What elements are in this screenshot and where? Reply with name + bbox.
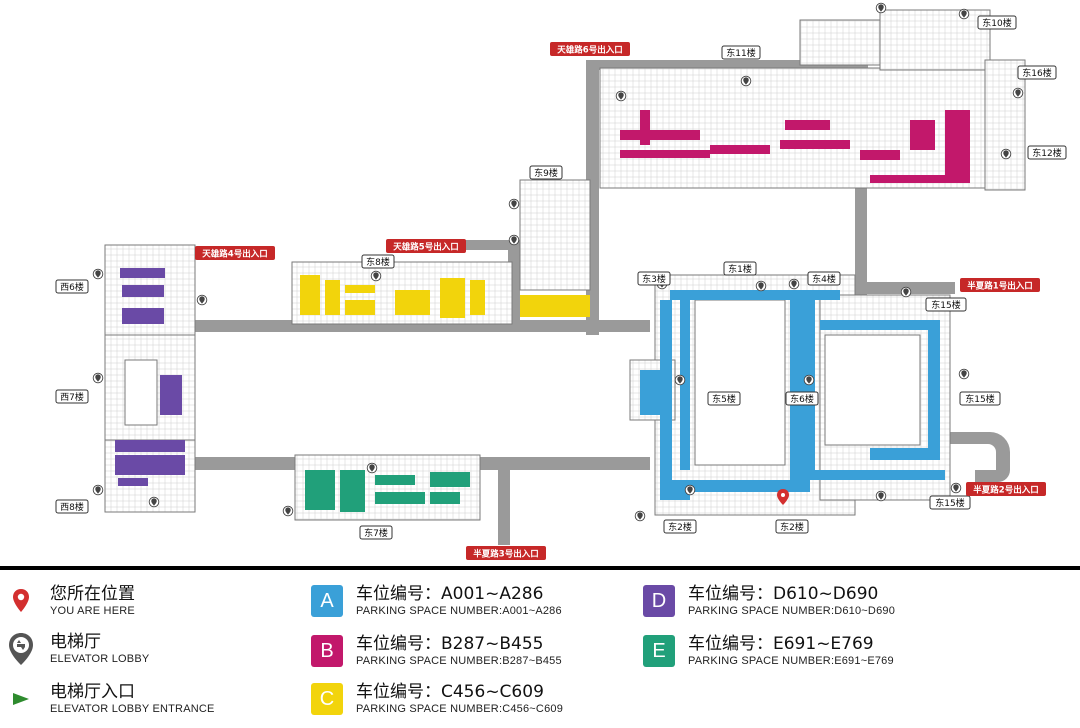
legend-zone-b-zh: 车位编号：B287~B455	[356, 634, 544, 654]
label-west8: 西8楼	[55, 499, 89, 514]
legend-elevator-lobby: 电梯厅 ELEVATOR LOBBY	[4, 632, 149, 666]
zone-c-spaces	[300, 275, 590, 318]
zone-d-spaces	[115, 268, 185, 486]
legend-elevator-lobby-en: ELEVATOR LOBBY	[50, 653, 150, 665]
label-east2-b: 东2楼	[775, 519, 809, 534]
svg-text:东15楼: 东15楼	[935, 497, 964, 509]
parking-map: 东10楼 东11楼 东16楼 东12楼 东9楼 东8楼 西6楼 东3楼 东1楼 …	[55, 2, 1067, 560]
elevator-icon	[4, 632, 38, 666]
label-east5: 东5楼	[707, 391, 741, 406]
exit-banxia2: 半夏路2号出入口	[966, 482, 1046, 496]
exit-labels: 天雄路6号出入口 天雄路5号出入口 天雄路4号出入口 半夏路1号出入口 半夏路2…	[195, 42, 1046, 560]
zone-e-badge: E	[643, 635, 675, 667]
legend-zone-b: B 车位编号：B287~B455 PARKING SPACE NUMBER:B2…	[310, 634, 562, 668]
legend-you-are-here-en: YOU ARE HERE	[50, 605, 135, 617]
svg-text:东1楼: 东1楼	[728, 263, 752, 275]
svg-text:天雄路5号出入口: 天雄路5号出入口	[393, 242, 458, 253]
svg-text:半夏路3号出入口: 半夏路3号出入口	[473, 549, 538, 560]
legend-zone-c: C 车位编号：C456~C609 PARKING SPACE NUMBER:C4…	[310, 682, 563, 716]
svg-text:东9楼: 东9楼	[534, 167, 558, 179]
svg-text:西6楼: 西6楼	[60, 281, 84, 293]
label-east8: 东8楼	[361, 254, 395, 269]
svg-text:东4楼: 东4楼	[812, 273, 836, 285]
label-east15-c: 东15楼	[929, 495, 971, 510]
legend-zone-c-en: PARKING SPACE NUMBER:C456~C609	[356, 703, 564, 715]
label-east4: 东4楼	[807, 271, 841, 286]
label-east11: 东11楼	[721, 45, 761, 60]
svg-text:半夏路1号出入口: 半夏路1号出入口	[967, 281, 1032, 292]
legend-zone-d-zh: 车位编号：D610~D690	[688, 584, 879, 604]
svg-text:半夏路2号出入口: 半夏路2号出入口	[973, 485, 1038, 496]
label-east10: 东10楼	[977, 15, 1017, 30]
legend-zone-a-en: PARKING SPACE NUMBER:A001~A286	[356, 605, 562, 617]
zone-a-spaces	[640, 290, 945, 500]
svg-text:东10楼: 东10楼	[982, 17, 1011, 29]
legend-zone-d: D 车位编号：D610~D690 PARKING SPACE NUMBER:D6…	[642, 584, 895, 618]
legend-zone-a: A 车位编号：A001~A286 PARKING SPACE NUMBER:A0…	[310, 584, 562, 618]
svg-text:东15楼: 东15楼	[931, 299, 960, 311]
location-pin-icon	[4, 584, 38, 618]
label-west7: 西7楼	[55, 389, 89, 404]
legend-zone-e-en: PARKING SPACE NUMBER:E691~E769	[688, 655, 894, 667]
entrance-arrow-icon	[4, 682, 38, 716]
svg-text:西8楼: 西8楼	[60, 501, 84, 513]
label-east7: 东7楼	[359, 525, 393, 540]
svg-text:东15楼: 东15楼	[965, 393, 994, 405]
legend-zone-a-zh: 车位编号：A001~A286	[356, 584, 544, 604]
label-east12: 东12楼	[1027, 145, 1067, 160]
svg-text:天雄路6号出入口: 天雄路6号出入口	[557, 45, 622, 56]
legend-elevator-entrance-zh: 电梯厅入口	[50, 682, 135, 702]
legend-divider	[0, 566, 1080, 570]
svg-text:东12楼: 东12楼	[1032, 147, 1061, 159]
svg-text:西7楼: 西7楼	[60, 391, 84, 403]
svg-text:东2楼: 东2楼	[668, 521, 692, 533]
label-east15-a: 东15楼	[925, 297, 967, 312]
zone-c-badge: C	[311, 683, 343, 715]
you-are-here-marker	[777, 489, 789, 505]
legend-elevator-entrance-en: ELEVATOR LOBBY ENTRANCE	[50, 703, 215, 715]
zone-d-badge: D	[643, 585, 675, 617]
svg-text:东16楼: 东16楼	[1022, 67, 1051, 79]
zone-b-badge: B	[311, 635, 343, 667]
building-labels: 东10楼 东11楼 东16楼 东12楼 东9楼 东8楼 西6楼 东3楼 东1楼 …	[55, 15, 1067, 540]
svg-text:东8楼: 东8楼	[366, 256, 390, 268]
legend-zone-b-en: PARKING SPACE NUMBER:B287~B455	[356, 655, 562, 667]
legend-zone-e: E 车位编号：E691~E769 PARKING SPACE NUMBER:E6…	[642, 634, 894, 668]
svg-text:东3楼: 东3楼	[642, 273, 666, 285]
exit-tianxiong6: 天雄路6号出入口	[550, 42, 630, 56]
svg-text:东11楼: 东11楼	[726, 47, 755, 59]
legend-zone-d-en: PARKING SPACE NUMBER:D610~D690	[688, 605, 896, 617]
svg-text:东6楼: 东6楼	[790, 393, 814, 405]
legend-elevator-lobby-zh: 电梯厅	[50, 632, 101, 652]
legend: 您所在位置 YOU ARE HERE 电梯厅 ELEVATOR LOBBY 电梯…	[0, 570, 1080, 728]
building-blocks	[104, 9, 1026, 521]
label-east16: 东16楼	[1017, 65, 1057, 80]
zone-a-badge: A	[311, 585, 343, 617]
exit-tianxiong4: 天雄路4号出入口	[195, 246, 275, 260]
label-east1: 东1楼	[723, 261, 757, 276]
svg-text:东7楼: 东7楼	[364, 527, 388, 539]
label-east3: 东3楼	[637, 271, 671, 286]
legend-you-are-here-zh: 您所在位置	[50, 584, 135, 604]
legend-zone-e-zh: 车位编号：E691~E769	[688, 634, 874, 654]
label-east9: 东9楼	[529, 165, 563, 180]
exit-banxia3: 半夏路3号出入口	[466, 546, 546, 560]
exit-banxia1: 半夏路1号出入口	[960, 278, 1040, 292]
legend-elevator-entrance: 电梯厅入口 ELEVATOR LOBBY ENTRANCE	[4, 682, 215, 716]
zone-e-spaces	[305, 470, 470, 512]
svg-text:东5楼: 东5楼	[712, 393, 736, 405]
svg-text:东2楼: 东2楼	[780, 521, 804, 533]
exit-tianxiong5: 天雄路5号出入口	[386, 239, 466, 253]
label-east2-a: 东2楼	[663, 519, 697, 534]
legend-you-are-here: 您所在位置 YOU ARE HERE	[4, 584, 135, 618]
label-east15-b: 东15楼	[959, 391, 1001, 406]
legend-zone-c-zh: 车位编号：C456~C609	[356, 682, 544, 702]
label-east6: 东6楼	[785, 391, 819, 406]
label-west6: 西6楼	[55, 279, 89, 294]
svg-text:天雄路4号出入口: 天雄路4号出入口	[202, 249, 267, 260]
zone-b-spaces	[620, 110, 970, 183]
